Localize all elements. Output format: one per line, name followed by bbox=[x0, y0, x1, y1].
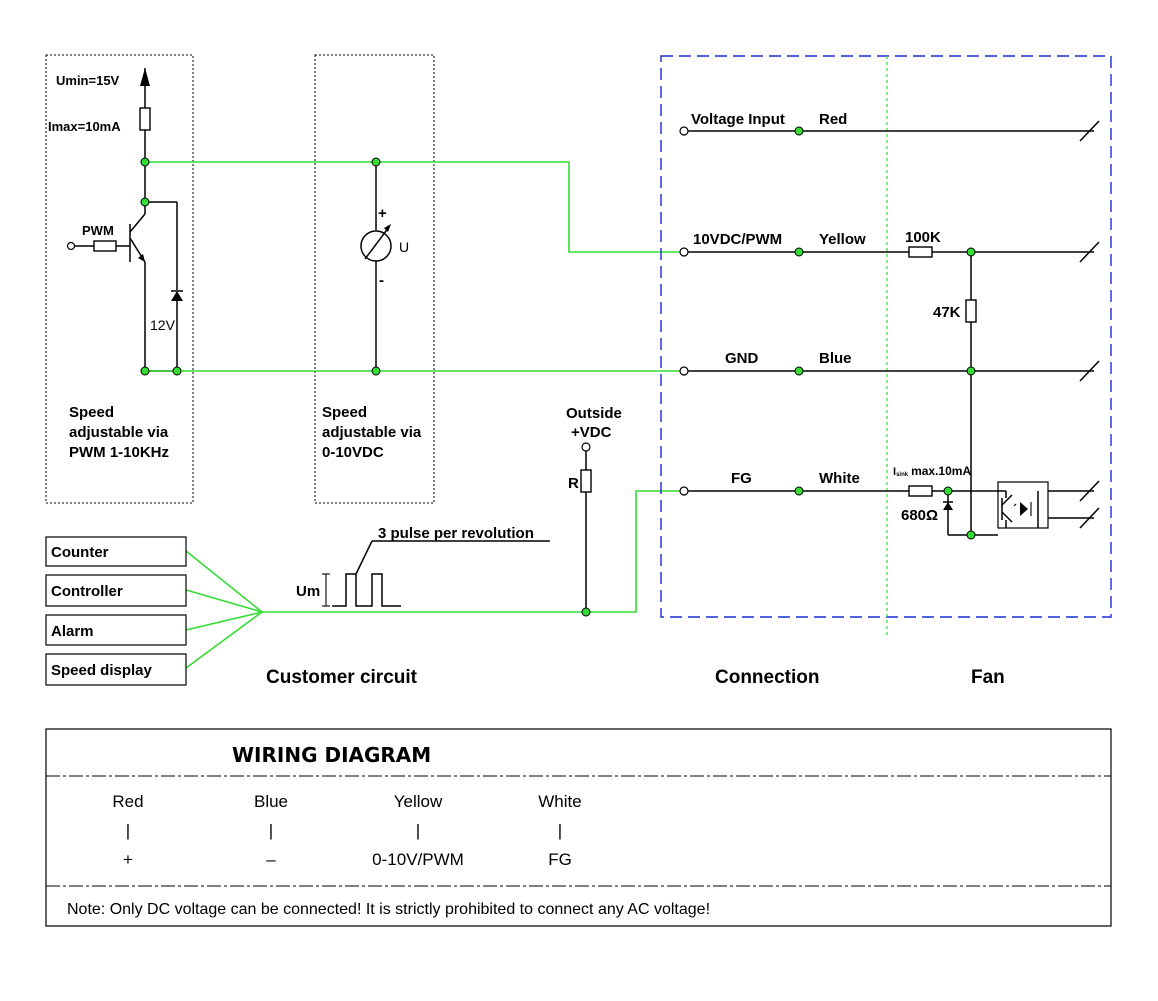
device-speed-display: Speed display bbox=[45, 653, 187, 686]
pulse-waveform bbox=[332, 573, 401, 607]
volt-desc-1: Speed bbox=[322, 404, 367, 421]
device-list: Counter Controller Alarm Speed display bbox=[45, 536, 187, 686]
pulse-label: 3 pulse per revolution bbox=[378, 525, 534, 542]
wire-row-red: Voltage Input Red bbox=[679, 111, 1100, 142]
device-label: Alarm bbox=[51, 623, 94, 640]
wt-func-blue: – bbox=[266, 850, 276, 869]
outside-supply: Outside +VDC R bbox=[566, 405, 622, 612]
connection-caption: Connection bbox=[715, 667, 820, 688]
customer-nodes bbox=[140, 157, 591, 617]
device-label: Speed display bbox=[51, 662, 153, 679]
device-alarm: Alarm bbox=[45, 614, 187, 646]
wt-color-red: Red bbox=[112, 792, 143, 811]
volt-desc-3: 0-10VDC bbox=[322, 444, 384, 461]
r47k-label: 47K bbox=[933, 304, 961, 321]
outside-terminal bbox=[581, 442, 591, 452]
voltmeter-plus: + bbox=[378, 205, 387, 222]
device-label: Controller bbox=[51, 583, 123, 600]
resistor-47k-group: 47K bbox=[933, 252, 977, 535]
device-counter: Counter bbox=[45, 536, 187, 567]
resistor-680 bbox=[908, 485, 933, 497]
outside-r-label: R bbox=[568, 475, 579, 492]
emitter-arrow bbox=[138, 254, 145, 262]
wiring-table: WIRING DIAGRAM Red | + Blue | – Yellow |… bbox=[45, 728, 1112, 927]
zener-label: 12V bbox=[150, 317, 176, 333]
pwm-label: PWM bbox=[82, 223, 114, 238]
wire-signal: FG bbox=[731, 470, 752, 487]
connection-box: Voltage Input Red 10VDC/PWM Yellow 100K … bbox=[660, 55, 1112, 636]
pwm-desc-3: PWM 1-10KHz bbox=[69, 444, 169, 461]
wt-color-yellow: Yellow bbox=[394, 792, 443, 811]
pulse-graphic: 3 pulse per revolution Um bbox=[296, 525, 550, 607]
fan-caption: Fan bbox=[971, 667, 1005, 688]
svg-text:|: | bbox=[558, 821, 562, 840]
wire-signal: GND bbox=[725, 350, 759, 367]
wire-signal: Voltage Input bbox=[691, 111, 785, 128]
device-label: Counter bbox=[51, 544, 109, 561]
base-resistor bbox=[93, 240, 117, 252]
pwm-block-border bbox=[45, 54, 194, 504]
imax-label: Imax=10mA bbox=[48, 119, 121, 134]
pwm-block: Umin=15V Imax=10mA PWM 12V Speed adjusta… bbox=[45, 54, 194, 504]
collector-leg bbox=[129, 213, 146, 233]
pwm-signal-wire bbox=[145, 161, 683, 253]
wt-func-white: FG bbox=[548, 850, 572, 869]
r100k-label: 100K bbox=[905, 229, 941, 246]
um-label: Um bbox=[296, 583, 320, 600]
voltmeter-minus: - bbox=[379, 272, 384, 289]
svg-text:|: | bbox=[416, 821, 420, 840]
wire-color: Yellow bbox=[819, 231, 866, 248]
umin-label: Umin=15V bbox=[56, 73, 120, 88]
voltage-block-border bbox=[314, 54, 435, 504]
r680-label: 680Ω bbox=[901, 507, 938, 524]
wire-color: Blue bbox=[819, 350, 852, 367]
wt-color-blue: Blue bbox=[254, 792, 288, 811]
volt-desc-2: adjustable via bbox=[322, 424, 422, 441]
wiring-note: Note: Only DC voltage can be connected! … bbox=[67, 901, 710, 918]
supply-arrow-head bbox=[140, 68, 150, 86]
pwm-desc-2: adjustable via bbox=[69, 424, 169, 441]
wire-color: White bbox=[819, 470, 860, 487]
vdc-label: +VDC bbox=[571, 424, 612, 441]
pwm-input-terminal bbox=[66, 241, 76, 251]
signal-wires bbox=[145, 161, 683, 669]
wt-func-red: + bbox=[123, 850, 133, 869]
connection-border bbox=[660, 55, 1112, 618]
voltmeter-icon bbox=[360, 230, 392, 262]
fg-signal-wire bbox=[262, 490, 683, 613]
wiring-title: WIRING DIAGRAM bbox=[232, 743, 431, 767]
outside-resistor bbox=[580, 469, 592, 493]
voltage-block: + U - Speed adjustable via 0-10VDC bbox=[314, 54, 435, 504]
protection-diode bbox=[943, 502, 953, 510]
resistor-100k bbox=[908, 246, 933, 258]
resistor-47k bbox=[965, 299, 977, 323]
wt-color-white: White bbox=[538, 792, 581, 811]
customer-circuit-caption: Customer circuit bbox=[266, 667, 418, 688]
svg-text:|: | bbox=[269, 821, 273, 840]
wire-row-yellow: 10VDC/PWM Yellow 100K bbox=[679, 229, 1100, 263]
svg-text:|: | bbox=[126, 821, 130, 840]
voltmeter-u: U bbox=[399, 239, 409, 255]
wt-func-yellow: 0-10V/PWM bbox=[372, 850, 464, 869]
wire-row-blue: GND Blue bbox=[679, 350, 1100, 382]
device-controller: Controller bbox=[45, 574, 187, 607]
outside-label: Outside bbox=[566, 405, 622, 422]
zener-diode bbox=[171, 291, 183, 301]
wire-signal: 10VDC/PWM bbox=[693, 231, 782, 248]
pullup-resistor bbox=[139, 107, 151, 131]
pwm-desc-1: Speed bbox=[69, 404, 114, 421]
wire-color: Red bbox=[819, 111, 847, 128]
optocoupler-icon bbox=[997, 480, 1100, 529]
